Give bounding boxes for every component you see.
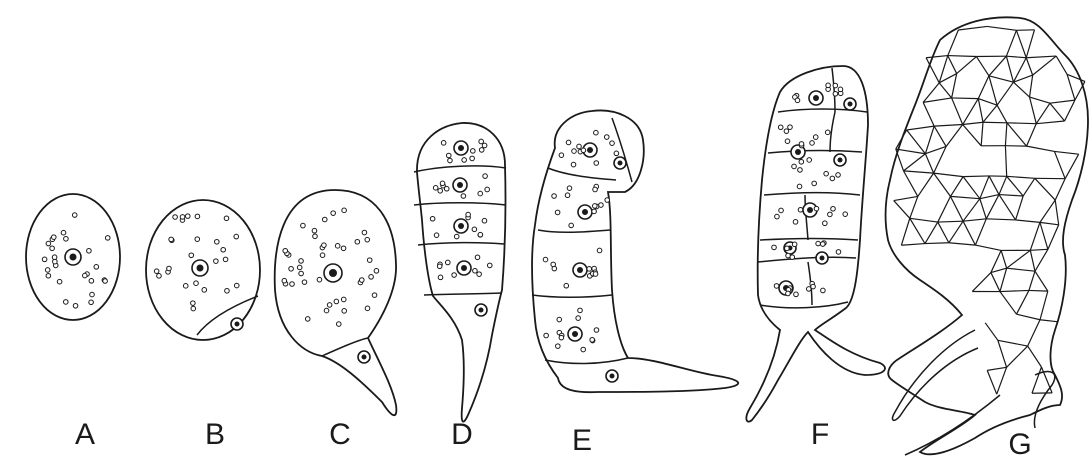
stage-d-filament [414, 123, 506, 422]
stage-label-f: F [800, 418, 840, 452]
stage-b-germinating-spore [146, 200, 260, 340]
stage-label-c: C [320, 418, 360, 452]
stage-label-d: D [442, 418, 482, 452]
stage-g-cell-plate [886, 17, 1088, 454]
stage-e-branched-filament [532, 110, 738, 392]
stage-label-a: A [65, 418, 105, 452]
stage-label-g: G [1000, 428, 1040, 462]
stage-label-b: B [195, 418, 235, 452]
stage-label-e: E [562, 424, 602, 458]
